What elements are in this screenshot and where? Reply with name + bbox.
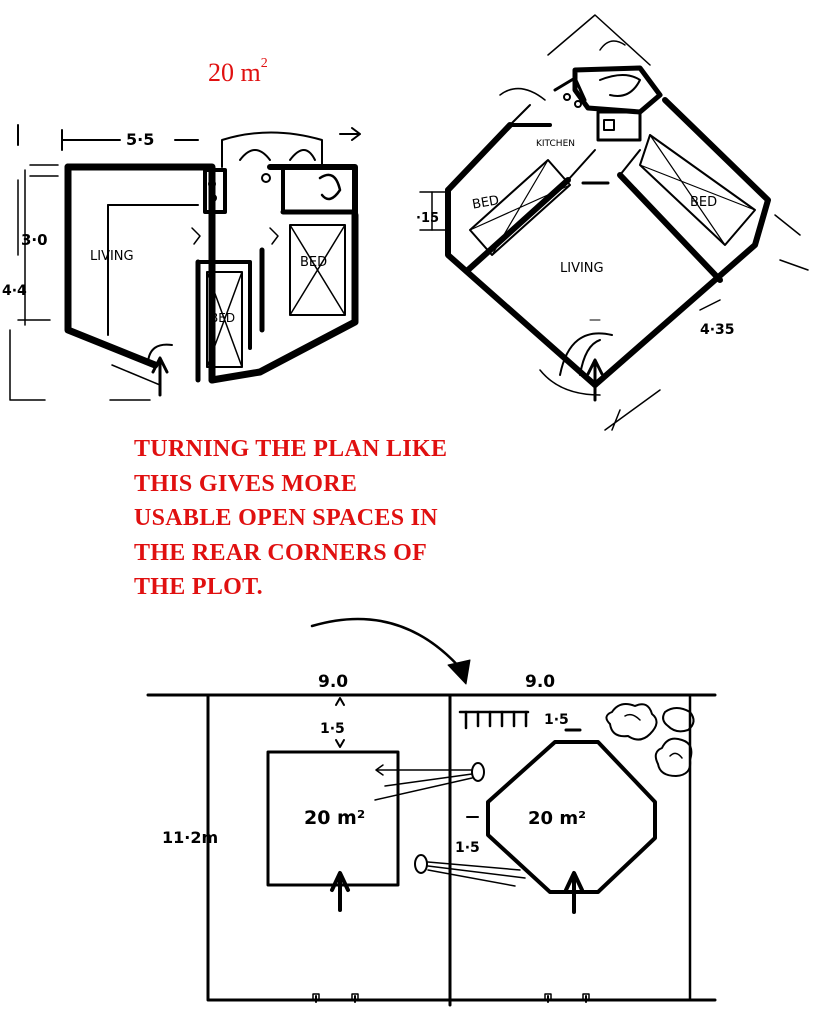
floor-area-exponent: 2 [260, 56, 268, 72]
right-plan-bed-label-b: BED [690, 195, 717, 210]
left-plan-dim-a: 3·0 [21, 231, 48, 249]
right-plan-dim-a: ·15 [416, 211, 439, 226]
caption-line: THE REAR CORNERS OF [134, 539, 428, 566]
left-plan-bed-label-a: BED [300, 255, 327, 270]
caption-line: TURNING THE PLAN LIKE [134, 436, 448, 462]
floor-area-value: 20 m [208, 58, 261, 87]
left-plan-dim-b: 4·4 [2, 283, 27, 299]
left-plan-bed-label-b: BED [210, 311, 235, 325]
site-plot-depth: 11·2m [162, 828, 218, 847]
floor-area-label: 20 m2 [208, 56, 268, 88]
left-plan-width-dim: 5·5 [126, 130, 154, 149]
site-house-label-left: 20 m² [304, 807, 365, 829]
caption-line: THIS GIVES MORE [134, 470, 358, 497]
left-plan-living-label: LIVING [90, 249, 134, 264]
left-floor-plan [9, 124, 361, 401]
site-plan [146, 617, 717, 1007]
explanatory-caption: TURNING THE PLAN LIKE THIS GIVES MORE US… [134, 432, 514, 605]
site-setback-right: 1·5 [544, 712, 569, 728]
right-plan-bed-label-a: BED [471, 193, 500, 212]
site-plot-width-right: 9.0 [525, 672, 555, 692]
site-setback-left: 1·5 [320, 721, 345, 737]
right-plan-kitchen-label: KITCHEN [536, 139, 575, 149]
caption-line: THE PLOT. [134, 574, 263, 600]
right-plan-dim-b: 4·35 [700, 322, 735, 338]
site-plot-width-left: 9.0 [318, 672, 348, 692]
site-house-label-right: 20 m² [528, 808, 586, 829]
right-plan-living-label: LIVING [560, 261, 604, 276]
caption-line: USABLE OPEN SPACES IN [134, 505, 438, 531]
right-floor-plan [419, 14, 809, 431]
site-setback-side: 1·5 [455, 840, 480, 856]
